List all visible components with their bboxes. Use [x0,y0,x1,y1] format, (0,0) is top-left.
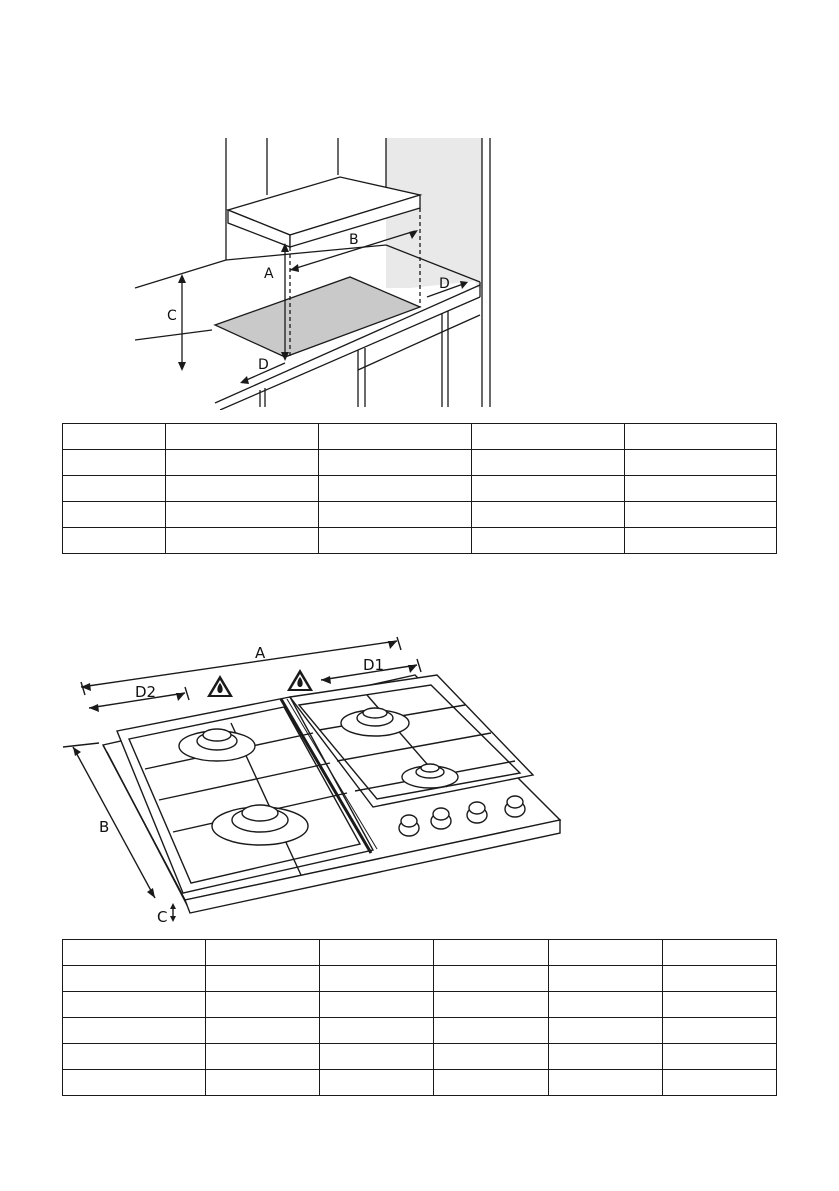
table-row [62,1043,777,1070]
dimension-label-d2: D2 [135,683,156,701]
dimension-label-a: A [264,266,274,282]
table-row [62,965,777,992]
table-cell [62,449,166,476]
table-cell [548,991,663,1018]
table-cell [319,965,434,992]
table-cell [318,475,472,502]
table-cell [433,1069,549,1096]
table-cell [662,1043,777,1070]
table-cell [624,475,777,502]
table-cell [165,527,319,554]
table-cell [662,1069,777,1096]
flame-warning-icon [207,675,233,697]
table-cell [471,475,625,502]
table-row [62,527,777,554]
table-cell [624,527,777,554]
table-cell [662,939,777,966]
table-row [62,1069,777,1096]
table-cell [62,1069,206,1096]
table-cell [471,501,625,528]
table-cell [165,501,319,528]
table-cell [165,423,319,450]
table-cell [624,423,777,450]
table-cell [62,423,166,450]
table-cell [205,1017,320,1044]
table-cell [548,965,663,992]
table-cell [318,501,472,528]
dimension-label-d-back: D [439,276,450,292]
dimension-label-c: C [167,308,177,324]
table-cell [165,475,319,502]
table-cell [318,449,472,476]
dimension-label-b: B [349,232,359,248]
table-row [62,501,777,528]
table-cell [548,939,663,966]
table-row [62,449,777,476]
table-cell [62,527,166,554]
table-cell [433,1017,549,1044]
table-cell [548,1043,663,1070]
table-cell [205,1043,320,1070]
table-cell [62,939,206,966]
table-row [62,475,777,502]
table-cell [471,423,625,450]
dimensions-table-1 [62,423,777,554]
table-cell [319,1017,434,1044]
table-cell [624,501,777,528]
table-cell [319,939,434,966]
table-cell [433,965,549,992]
table-cell [62,965,206,992]
table-cell [624,449,777,476]
table-row [62,1017,777,1044]
table-cell [318,527,472,554]
dimension-label-a: A [255,644,266,662]
table-cell [548,1017,663,1044]
table-row [62,939,777,966]
hood-installation-diagram: A B C D D [134,138,491,410]
table-cell [62,991,206,1018]
table-row [62,423,777,450]
table-cell [662,1017,777,1044]
dimension-label-b: B [99,818,109,836]
dimension-label-d1: D1 [363,656,384,674]
table-cell [433,1043,549,1070]
table-cell [62,501,166,528]
table-cell [205,939,320,966]
flame-warning-icon [287,669,313,691]
dimension-label-d-front: D [258,357,269,373]
gas-hob-dimension-diagram: A D1 D2 B C [62,636,562,926]
table-cell [662,991,777,1018]
table-cell [471,527,625,554]
table-cell [548,1069,663,1096]
table-cell [319,991,434,1018]
table-cell [471,449,625,476]
table-cell [662,965,777,992]
table-cell [205,991,320,1018]
table-cell [62,1017,206,1044]
table-cell [433,991,549,1018]
table-cell [205,965,320,992]
table-cell [62,475,166,502]
table-cell [319,1069,434,1096]
table-cell [318,423,472,450]
table-cell [165,449,319,476]
table-cell [319,1043,434,1070]
table-cell [433,939,549,966]
table-row [62,991,777,1018]
table-cell [205,1069,320,1096]
dimension-label-c: C [157,908,167,926]
table-cell [62,1043,206,1070]
dimensions-table-2 [62,939,777,1096]
